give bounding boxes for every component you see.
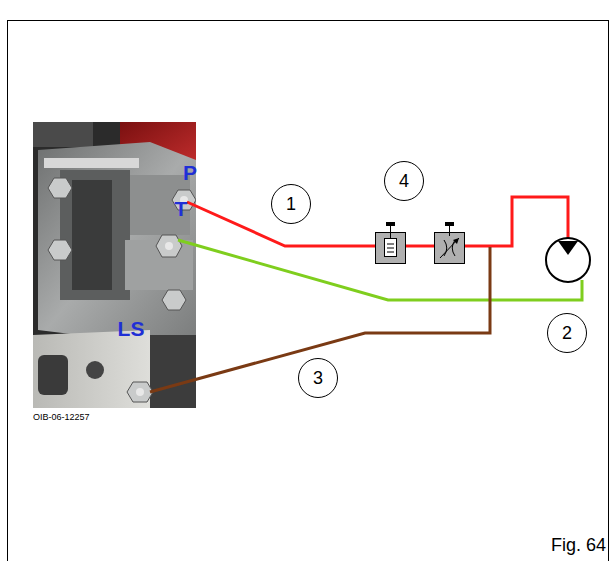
valve-photo <box>33 122 196 408</box>
figure-number: Fig. 64 <box>551 536 606 554</box>
image-code: OIB-06-12257 <box>33 413 90 422</box>
callout-number: 1 <box>286 195 296 213</box>
callout-circle: 1 <box>271 184 311 224</box>
port-label: P <box>183 162 197 183</box>
port-label: LS <box>118 318 145 339</box>
pressure-line <box>464 197 568 246</box>
callout-circle: 4 <box>384 161 424 201</box>
callout-number: 4 <box>399 172 409 190</box>
callout-number: 2 <box>562 324 572 342</box>
port-label: T <box>175 198 188 219</box>
load-sensing-line <box>150 247 490 392</box>
frame <box>8 21 609 561</box>
pressure-valve-symbol <box>376 222 406 264</box>
callout-circle: 2 <box>547 313 587 353</box>
pressure-line <box>405 245 434 248</box>
callout-number: 3 <box>313 369 323 387</box>
flow-valve-symbol <box>435 222 465 264</box>
pump-symbol <box>546 238 590 282</box>
callout-circle: 3 <box>298 358 338 398</box>
